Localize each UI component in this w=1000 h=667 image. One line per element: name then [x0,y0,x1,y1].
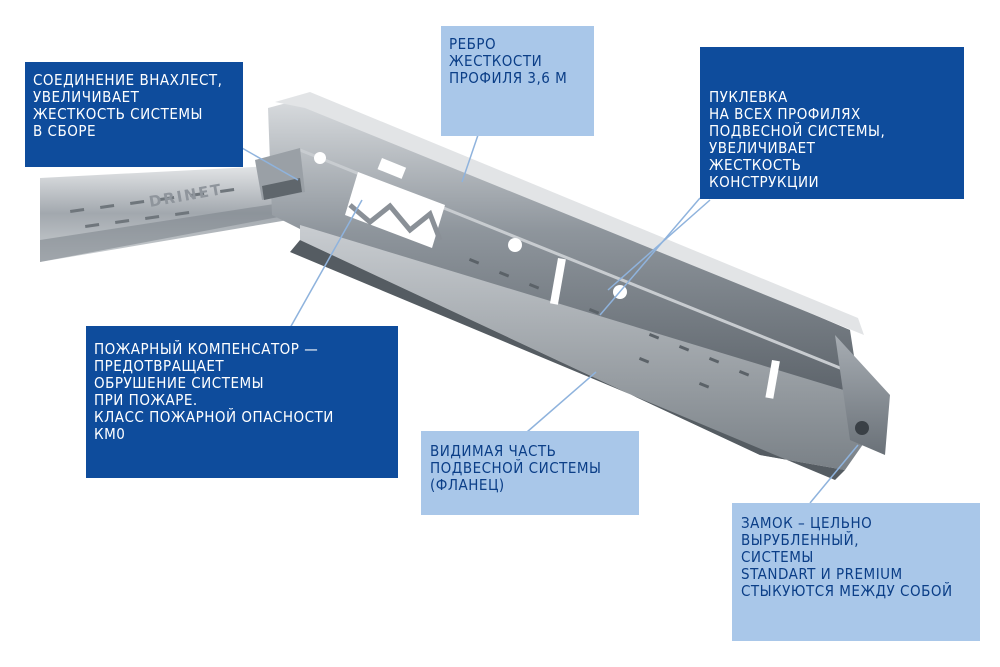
leader-fire-compensator [289,199,363,329]
leader-stiffening-rib [461,134,479,183]
leader-lines [241,134,859,504]
leader-lock [809,444,859,504]
callout-flange: Видимая часть подвесной системы (фланец) [421,431,639,515]
callout-fire-compensator: Пожарный компенсатор — предотвращает обр… [86,326,398,478]
leader-flange [526,371,597,433]
leader-overlap-joint [241,147,299,181]
main-tee-profile [255,92,890,480]
leader-bulge-2 [607,199,711,291]
callout-bulge: Пуклевка на всех профилях подвесной сист… [700,47,964,199]
callout-overlap-joint: Соединение внахлест, увеличивает жесткос… [25,62,243,167]
leader-bulge-1 [599,197,701,316]
callout-stiffening-rib: Ребро жесткости профиля 3,6 м [441,26,594,136]
callout-lock: Замок – цельно вырубленный, системы Stan… [732,503,980,641]
cross-tee-profile: DRINET [40,165,305,262]
